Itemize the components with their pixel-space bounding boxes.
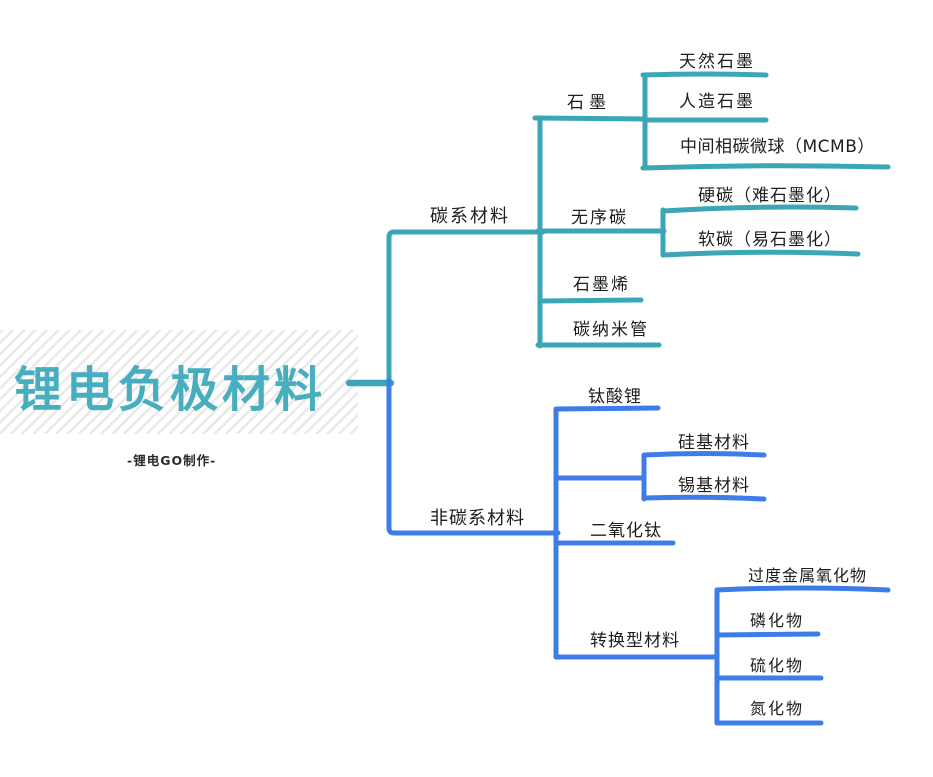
underline-natural-graphite <box>640 71 769 78</box>
node-disordered-carbon[interactable]: 无序碳 <box>571 208 628 228</box>
node-conversion-materials[interactable]: 转换型材料 <box>590 631 680 651</box>
underline-graphene <box>537 297 644 304</box>
node-artificial-graphite[interactable]: 人造石墨 <box>679 92 755 112</box>
node-silicon-based[interactable]: 硅基材料 <box>678 433 750 453</box>
node-mcmb[interactable]: 中间相碳微球（MCMB） <box>680 137 875 157</box>
node-tin-based[interactable]: 锡基材料 <box>678 476 750 496</box>
node-graphene[interactable]: 石墨烯 <box>573 275 630 295</box>
node-natural-graphite[interactable]: 天然石墨 <box>679 52 755 72</box>
connector-carbon-trunk <box>386 229 546 388</box>
node-titanium-dioxide[interactable]: 二氧化钛 <box>590 521 662 541</box>
carbon-branch-connectors <box>345 71 891 388</box>
node-phosphide[interactable]: 磷化物 <box>750 611 805 630</box>
node-hard-carbon[interactable]: 硬碳（难石墨化） <box>698 186 842 206</box>
node-root[interactable]: 锂电负极材料 <box>14 362 327 418</box>
node-carbon-nanotube[interactable]: 碳纳米管 <box>573 320 649 340</box>
node-lithium-titanate[interactable]: 钛酸锂 <box>588 387 642 407</box>
node-graphite[interactable]: 石墨 <box>567 93 611 113</box>
root-highlight-stripes <box>0 330 358 434</box>
node-nitride[interactable]: 氮化物 <box>750 699 805 718</box>
underline-lithium-titanate <box>553 405 661 412</box>
node-transition-metal-oxide[interactable]: 过度金属氧化物 <box>748 566 868 585</box>
credit-text: -锂电GO制作- <box>127 453 217 468</box>
underline-hard-carbon <box>660 204 859 214</box>
branch-non-carbon-materials[interactable]: 非碳系材料 <box>430 508 525 529</box>
node-soft-carbon[interactable]: 软碳（易石墨化） <box>698 230 842 250</box>
underline-silicon-based <box>641 451 767 458</box>
underline-transition-metal-oxide <box>714 585 891 593</box>
underline-mcmb <box>640 163 891 171</box>
node-sulfide[interactable]: 硫化物 <box>750 656 805 675</box>
underline-tin-based <box>641 494 767 502</box>
underline-graphite <box>532 115 649 122</box>
branch-carbon-materials[interactable]: 碳系材料 <box>430 206 510 227</box>
underline-phosphide <box>714 631 821 638</box>
underline-soft-carbon <box>660 249 861 258</box>
non-carbon-branch-connectors <box>386 378 891 726</box>
connector-non-carbon-trunk <box>386 378 561 536</box>
